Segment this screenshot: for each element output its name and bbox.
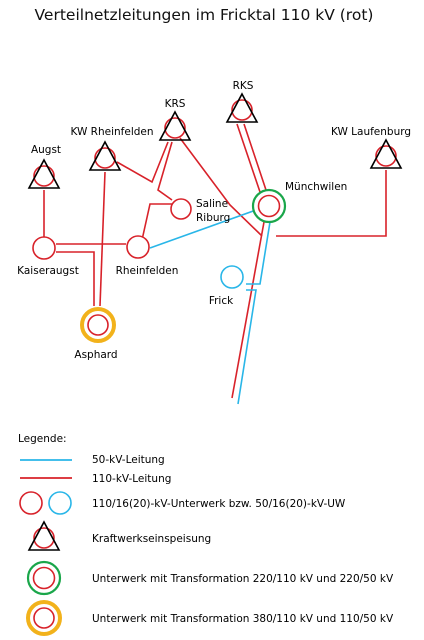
- legend-label-110kv: 110-kV-Leitung: [92, 473, 171, 485]
- line-muenchwilen-kwlaufenburg: [276, 170, 387, 237]
- station-frick: Frick: [209, 265, 244, 307]
- line-frick-south: [237, 289, 257, 405]
- station-label-riburg: Riburg: [196, 212, 230, 224]
- line-muenchwilen-south: [231, 221, 265, 399]
- station-label-kw-laufenburg: KW Laufenburg: [331, 126, 411, 138]
- station-label-frick: Frick: [209, 295, 234, 307]
- station-krs: KRS: [158, 98, 192, 141]
- legend-power-plant-icon: [27, 520, 61, 551]
- line-krs-muenchwilen: [179, 137, 263, 237]
- line-kaiseraugst-asphard: [56, 251, 95, 306]
- line-kwrheinfelden-krs: [116, 141, 169, 184]
- station-kaiseraugst: Kaiseraugst: [17, 236, 79, 277]
- station-asphard: Asphard: [74, 307, 118, 361]
- line-rks-muenchwilen-b: [243, 123, 267, 191]
- line-krs-saline: [157, 141, 173, 201]
- station-label-krs: KRS: [165, 98, 186, 110]
- station-label-augst: Augst: [31, 144, 61, 156]
- legend-heading: Legende:: [18, 433, 67, 445]
- legend-label-power-plant: Kraftwerkseinspeisung: [92, 533, 211, 545]
- station-saline-riburg: Saline Riburg: [170, 198, 230, 224]
- legend-substation-110-icon: [19, 491, 43, 515]
- legend: Legende: 50-kV-Leitung 110-kV-Leitung 11…: [18, 433, 394, 636]
- legend-substation-220-icon: [26, 560, 62, 596]
- legend-label-substation-380: Unterwerk mit Transformation 380/110 kV …: [92, 613, 394, 625]
- legend-substation-50-icon: [48, 491, 72, 515]
- station-rks: RKS: [225, 80, 259, 123]
- station-kw-laufenburg: KW Laufenburg: [331, 126, 411, 169]
- legend-substation-380-icon: [26, 600, 62, 636]
- legend-label-substation-220: Unterwerk mit Transformation 220/110 kV …: [92, 573, 394, 585]
- station-muenchwilen: Münchwilen: [251, 181, 347, 224]
- station-label-kw-rheinfelden: KW Rheinfelden: [70, 126, 153, 138]
- line-kwrheinfelden-asphard: [99, 171, 106, 307]
- line-rheinfelden-muenchwilen: [149, 209, 257, 249]
- station-label-asphard: Asphard: [74, 349, 117, 361]
- line-rks-muenchwilen-a: [236, 123, 261, 193]
- line-rheinfelden-saline: [141, 203, 172, 241]
- station-label-rheinfelden: Rheinfelden: [116, 265, 179, 277]
- line-muenchwilen-frick: [246, 221, 271, 285]
- station-label-rks: RKS: [233, 80, 254, 92]
- lines-110kv: [43, 123, 387, 399]
- legend-label-substation: 110/16(20)-kV-Unterwerk bzw. 50/16(20)-k…: [92, 498, 346, 510]
- lines-50kv: [149, 209, 271, 405]
- station-augst: Augst: [27, 144, 61, 189]
- station-label-muenchwilen: Münchwilen: [285, 181, 347, 193]
- station-label-kaiseraugst: Kaiseraugst: [17, 265, 79, 277]
- station-kw-rheinfelden: KW Rheinfelden: [70, 126, 154, 171]
- legend-label-50kv: 50-kV-Leitung: [92, 454, 165, 466]
- diagram-title: Verteilnetzleitungen im Fricktal 110 kV …: [35, 6, 374, 24]
- station-label-saline: Saline: [196, 198, 228, 210]
- station-rheinfelden: Rheinfelden: [116, 235, 179, 277]
